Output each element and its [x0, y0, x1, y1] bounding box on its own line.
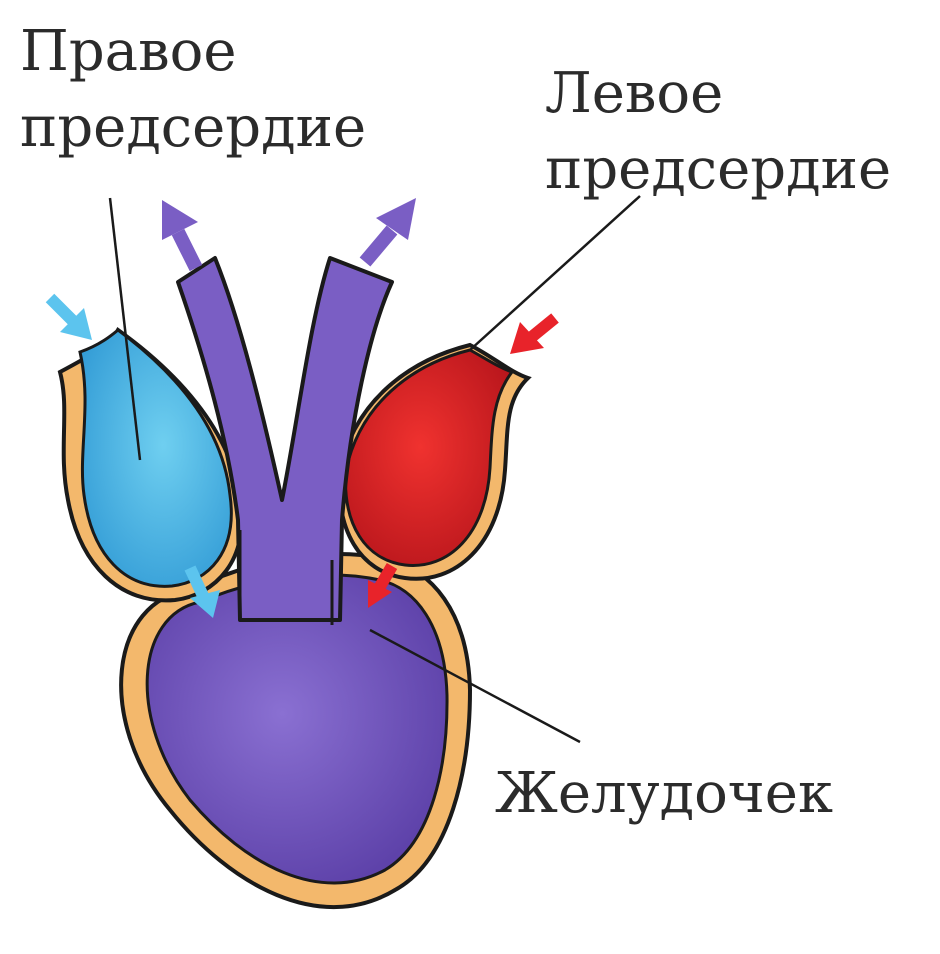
leader-line-right-atrium	[108, 197, 142, 461]
label-left-atrium-line2: предсердие	[545, 137, 891, 202]
ventricle-chamber	[145, 573, 449, 885]
label-right-atrium-line1: Правое	[20, 19, 236, 84]
leader-line-left-atrium	[469, 195, 641, 351]
blood-flow-arrow-ra-to-ventricle	[184, 565, 220, 618]
blood-flow-arrow-in-right	[45, 293, 92, 340]
arterial-trunk	[176, 256, 394, 622]
blood-flow-arrow-out-left	[162, 200, 203, 272]
label-right-atrium-line2: предсердие	[20, 95, 366, 160]
blood-flow-arrow-in-left	[510, 313, 559, 354]
blood-flow-arrow-out-right	[359, 198, 416, 267]
leader-line-ventricle	[369, 628, 581, 744]
blood-flow-arrow-la-to-ventricle	[368, 562, 398, 608]
left-atrium	[344, 348, 515, 567]
label-ventricle: Желудочек	[495, 761, 833, 826]
label-left-atrium-line1: Левое	[545, 61, 723, 126]
